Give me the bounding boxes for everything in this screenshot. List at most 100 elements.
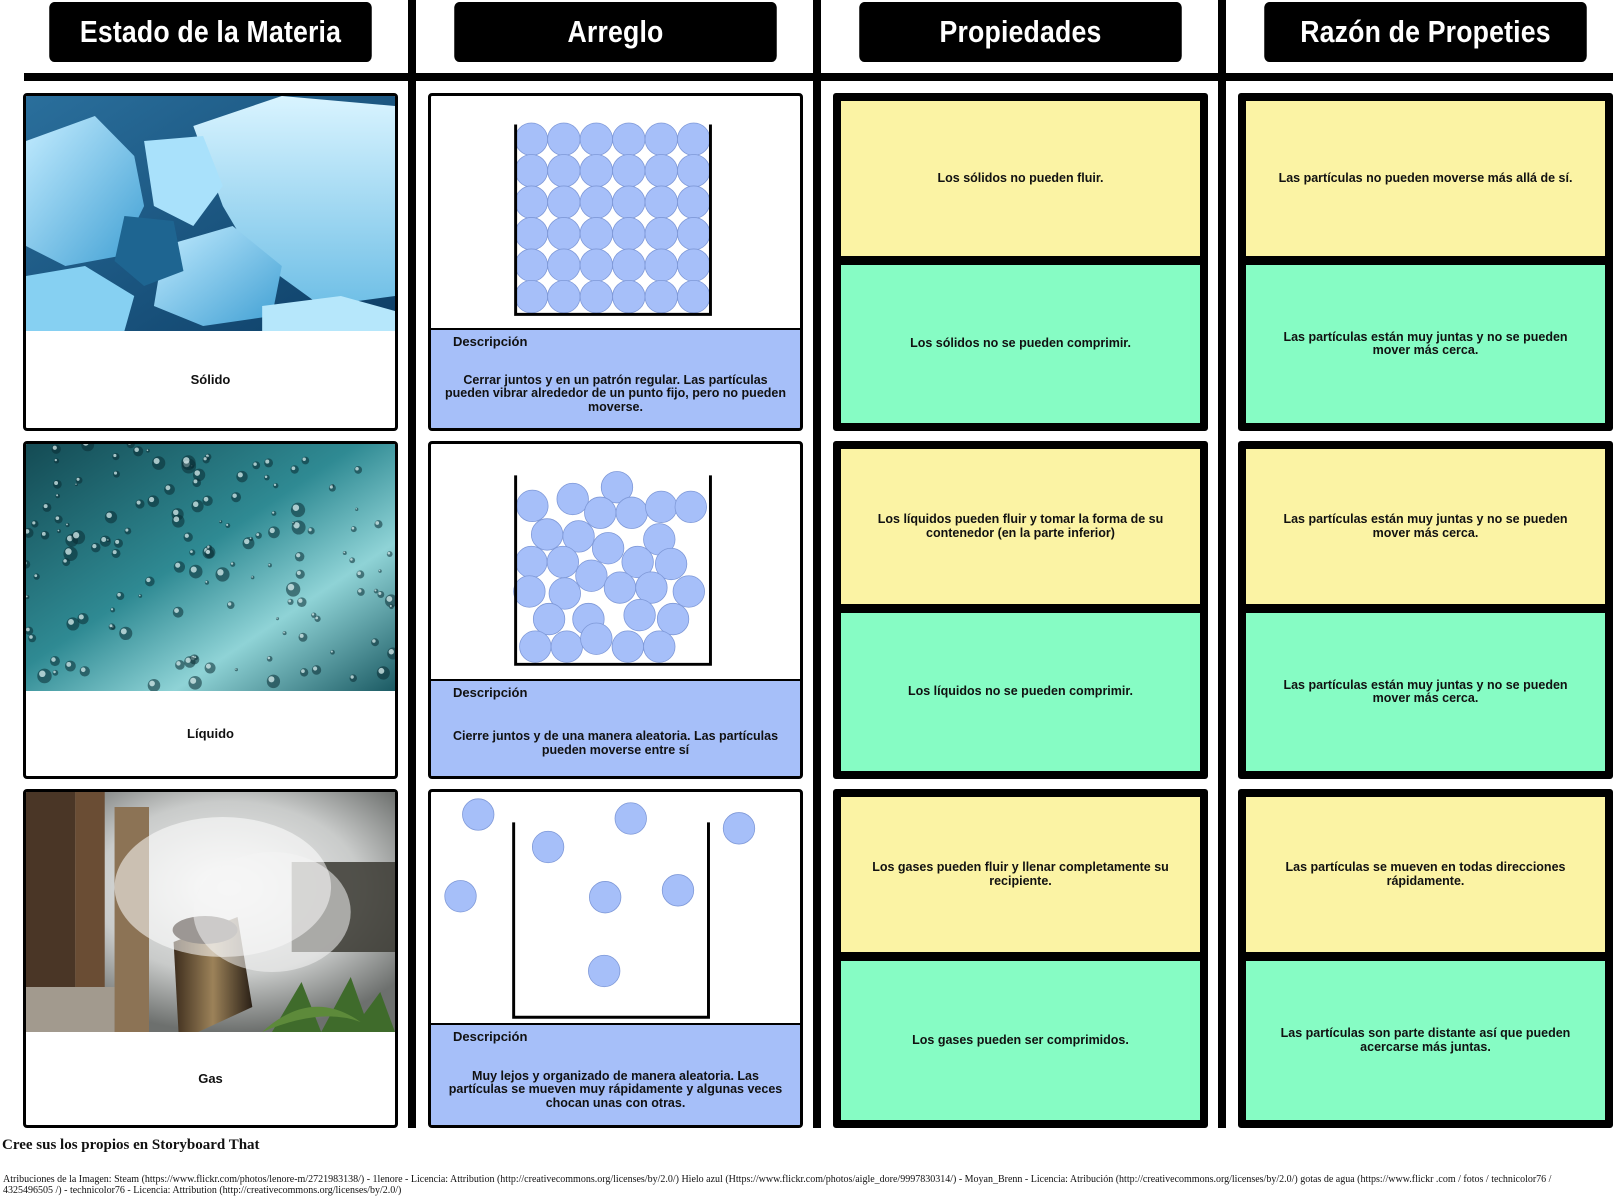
arrangement-cell-gas: Descripción Muy lejos y organizado de ma… — [428, 789, 803, 1128]
water-drop-highlight — [299, 633, 304, 638]
particle — [579, 280, 613, 314]
water-drop-highlight — [57, 529, 60, 532]
particle — [611, 630, 644, 663]
water-drop-highlight — [113, 453, 117, 458]
particle — [547, 217, 581, 251]
water-drop-highlight — [283, 631, 285, 634]
particle — [722, 812, 756, 845]
gas-particle-diagram — [431, 792, 800, 1027]
reason-box-liquid-2: Las partículas están muy juntas y no se … — [1246, 613, 1605, 771]
particle — [547, 154, 581, 188]
property-box-solid-2: Los sólidos no se pueden comprimir. — [841, 265, 1200, 423]
image-attribution: Atribuciones de la Imagen: Steam (https:… — [3, 1174, 1552, 1196]
water-drop-highlight — [65, 548, 72, 555]
water-drop-highlight — [146, 449, 149, 452]
state-label-gas: Gas — [198, 1071, 223, 1086]
container-beaker — [514, 124, 712, 316]
reason-box-solid-2: Las partículas están muy juntas y no se … — [1246, 265, 1605, 423]
particle — [562, 520, 595, 553]
header-arrangement: Arreglo — [454, 2, 777, 62]
water-drop-highlight — [26, 627, 30, 632]
particle — [588, 954, 621, 988]
water-drop-highlight — [76, 477, 80, 481]
water-drop-highlight — [387, 551, 391, 555]
state-cell-liquid: Líquido — [23, 441, 398, 779]
property-box-gas-1: Los gases pueden fluir y llenar completa… — [841, 797, 1200, 952]
particle — [532, 602, 566, 636]
particle — [643, 630, 676, 663]
water-drop-highlight — [185, 657, 191, 663]
water-drop-highlight — [165, 485, 171, 491]
particle — [556, 482, 589, 516]
particle — [612, 122, 646, 156]
water-drop-highlight — [148, 496, 155, 503]
state-cell-gas: Gas — [23, 789, 398, 1128]
particle — [612, 217, 646, 251]
arrangement-cell-liquid: Descripción Cierre juntos y de una maner… — [428, 441, 803, 779]
particle — [514, 248, 548, 282]
water-drop-highlight — [351, 526, 355, 530]
water-drop-highlight — [54, 480, 59, 485]
water-drop-highlight — [265, 459, 270, 464]
water-drop-highlight — [92, 543, 97, 549]
description-panel-gas: Descripción Muy lejos y organizado de ma… — [431, 1023, 800, 1125]
water-drop-highlight — [358, 589, 362, 593]
water-drop-highlight — [389, 604, 392, 608]
particle — [579, 122, 613, 156]
particle — [674, 490, 707, 524]
particle — [603, 571, 637, 604]
storyboard-that-link[interactable]: Cree sus los propios en Storyboard That — [2, 1137, 260, 1153]
particle — [612, 185, 646, 219]
water-drop-highlight — [355, 508, 357, 510]
water-drop-highlight — [194, 656, 197, 659]
particle — [623, 598, 656, 632]
particle — [677, 122, 711, 156]
water-drop-highlight — [193, 479, 198, 484]
particle — [546, 545, 579, 579]
water-drop-highlight — [192, 501, 199, 508]
water-drop-highlight — [378, 569, 381, 572]
water-drop-highlight — [237, 472, 243, 478]
particle — [519, 630, 552, 663]
water-drop-highlight — [288, 599, 292, 603]
particle — [645, 490, 678, 524]
reasons-cell-gas: Las partículas se mueven en todas direcc… — [1238, 789, 1613, 1128]
water-drop-highlight — [355, 466, 359, 471]
particle — [589, 881, 622, 914]
water-drop-highlight — [230, 562, 234, 565]
properties-cell-gas: Los gases pueden fluir y llenar completa… — [833, 789, 1208, 1128]
water-drop-highlight — [66, 523, 68, 526]
water-drop-highlight — [311, 613, 315, 616]
water-drop-highlight — [113, 471, 118, 475]
water-drop-highlight — [374, 589, 377, 592]
water-drop-highlight — [41, 531, 46, 536]
particle — [656, 602, 690, 636]
water-drop-highlight — [268, 563, 271, 566]
water-drop-highlight — [34, 574, 38, 578]
particle — [550, 630, 583, 663]
particle — [548, 577, 581, 610]
water-drop-highlight — [276, 617, 278, 619]
container-beaker — [512, 822, 710, 1019]
particle — [654, 547, 688, 581]
water-drop-highlight — [357, 571, 361, 576]
particle — [672, 575, 705, 608]
water-drop-highlight — [55, 516, 60, 521]
particle — [513, 575, 546, 608]
container-beaker — [514, 475, 712, 666]
particle — [579, 217, 613, 251]
water-drop-highlight — [350, 675, 354, 679]
water-drop-highlight — [32, 521, 36, 525]
water-drop-highlight — [51, 657, 56, 662]
header-properties-label: Propiedades — [939, 14, 1102, 49]
water-drop-highlight — [125, 528, 129, 532]
particle — [644, 280, 678, 314]
gas-particles — [444, 798, 756, 988]
description-title: Descripción — [453, 334, 528, 349]
reasons-cell-solid: Las partículas no pueden moverse más all… — [1238, 93, 1613, 431]
liquid-particle-diagram — [431, 444, 800, 679]
water-drop-highlight — [329, 485, 333, 489]
header-properties: Propiedades — [859, 2, 1182, 62]
water-drop-highlight — [256, 533, 260, 537]
water-drop-highlight — [203, 457, 207, 461]
